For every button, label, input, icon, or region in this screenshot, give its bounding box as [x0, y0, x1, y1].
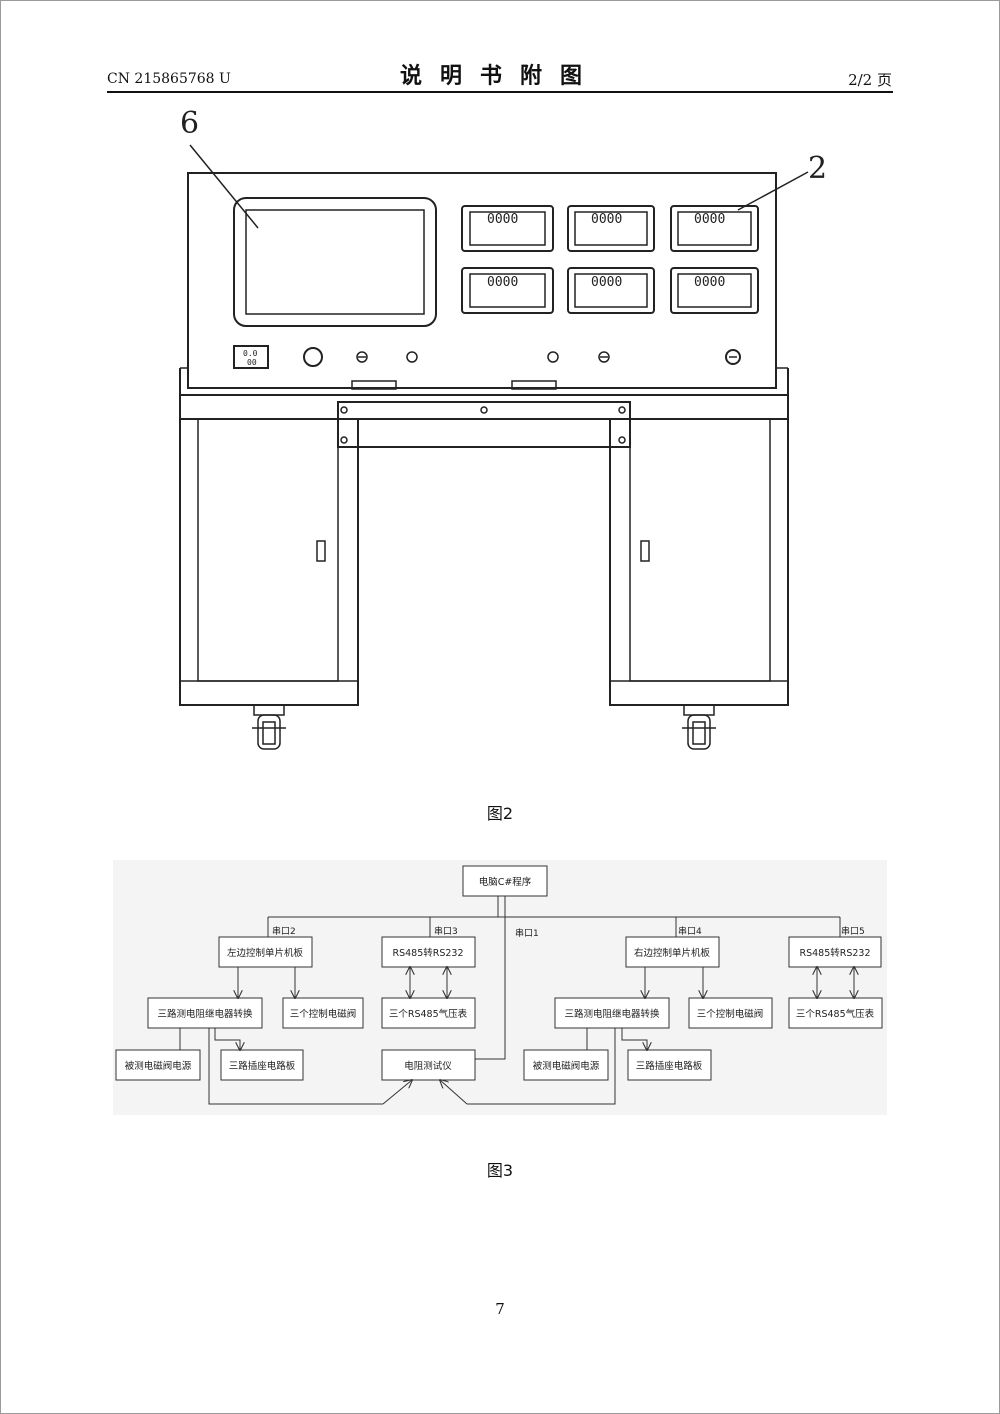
label-tester: 电阻测试仪 — [404, 1060, 452, 1072]
meter-1-reading: 0000 — [487, 212, 518, 227]
meter-5-reading: 0000 — [591, 275, 622, 290]
switch-right — [725, 349, 741, 365]
box-rs485-a — [381, 936, 476, 968]
diagram-connectors — [179, 896, 854, 1105]
label-rs485-b: RS485转RS232 — [799, 947, 870, 959]
page-number: 7 — [495, 1300, 505, 1318]
touch-screen — [245, 209, 425, 315]
doc-number: CN 215865768 U — [107, 71, 231, 87]
box-board-right — [627, 1049, 712, 1081]
right-door-handle — [640, 540, 650, 562]
hinge-right — [511, 380, 557, 390]
port-1: 串口1 — [515, 928, 539, 939]
label-valve-right: 三个控制电磁阀 — [697, 1008, 764, 1020]
box-board-left — [220, 1049, 304, 1081]
meter-3 — [670, 205, 759, 252]
label-board-left: 三路插座电路板 — [229, 1060, 296, 1072]
caster-right — [682, 704, 716, 750]
knob-left — [303, 347, 323, 367]
leader-line-2 — [737, 171, 809, 211]
callout-2: 2 — [808, 151, 827, 186]
label-gauge-right: 三个RS485气压表 — [796, 1008, 875, 1020]
caster-left — [252, 704, 286, 750]
meter-2 — [567, 205, 655, 252]
label-power-right: 被测电磁阀电源 — [533, 1060, 600, 1072]
box-valve-right — [688, 997, 773, 1029]
label-relay-right: 三路测电阻继电器转换 — [564, 1008, 660, 1020]
label-gauge-left: 三个RS485气压表 — [389, 1008, 468, 1020]
port-3: 串口3 — [434, 926, 458, 937]
meter-6-reading: 0000 — [694, 275, 725, 290]
page-info: 2/2 页 — [848, 71, 892, 89]
label-board-right: 三路插座电路板 — [636, 1060, 703, 1072]
meter-1 — [461, 205, 554, 252]
indicator-1 — [406, 351, 418, 363]
screw-2 — [598, 351, 610, 363]
screw-1 — [356, 351, 368, 363]
meter-3-reading: 0000 — [694, 212, 725, 227]
tabletop — [179, 394, 789, 420]
hinge-left — [351, 380, 397, 390]
box-power-right — [523, 1049, 609, 1081]
label-valve-left: 三个控制电磁阀 — [290, 1008, 357, 1020]
meter-4 — [461, 267, 554, 314]
callout-6: 6 — [180, 106, 199, 141]
box-tester — [381, 1049, 476, 1081]
label-pc: 电脑C#程序 — [479, 876, 532, 888]
meter-5 — [567, 267, 655, 314]
meter-group — [461, 205, 759, 314]
port-2: 串口2 — [272, 926, 296, 937]
meter-2-reading: 0000 — [591, 212, 622, 227]
meter-4-reading: 0000 — [487, 275, 518, 290]
page-title: 说明书附图 — [399, 64, 600, 89]
figure-2-caption: 图2 — [486, 804, 514, 823]
box-valve-left — [282, 997, 364, 1029]
label-relay-left: 三路测电阻继电器转换 — [157, 1008, 253, 1020]
box-rs485-b — [788, 936, 882, 968]
figure-3-caption: 图3 — [486, 1161, 514, 1180]
box-left-mcu — [218, 936, 313, 968]
box-gauge-left — [381, 997, 476, 1029]
box-gauge-right — [788, 997, 883, 1029]
port-4: 串口4 — [678, 926, 702, 937]
left-door-handle — [316, 540, 326, 562]
touch-screen-frame — [233, 197, 437, 327]
box-relay-right — [554, 997, 670, 1029]
box-pc — [462, 865, 548, 897]
small-display-line-2: 00 — [247, 358, 257, 367]
label-rs485-a: RS485转RS232 — [392, 947, 463, 959]
port-5: 串口5 — [841, 926, 865, 937]
control-panel — [187, 172, 777, 389]
indicator-2 — [547, 351, 559, 363]
label-left-mcu: 左边控制单片机板 — [227, 947, 304, 959]
small-display — [233, 345, 269, 369]
label-power-left: 被测电磁阀电源 — [125, 1060, 192, 1072]
figure-2-drawing: 6 2 0000 0000 0000 0000 0000 0000 0.0 00 — [179, 106, 827, 750]
small-display-line-1: 0.0 — [243, 349, 258, 358]
meter-6 — [670, 267, 759, 314]
box-relay-left — [147, 997, 263, 1029]
box-right-mcu — [625, 936, 720, 968]
header-rule — [107, 91, 893, 93]
label-right-mcu: 右边控制单片机板 — [634, 947, 711, 959]
box-power-left — [115, 1049, 201, 1081]
